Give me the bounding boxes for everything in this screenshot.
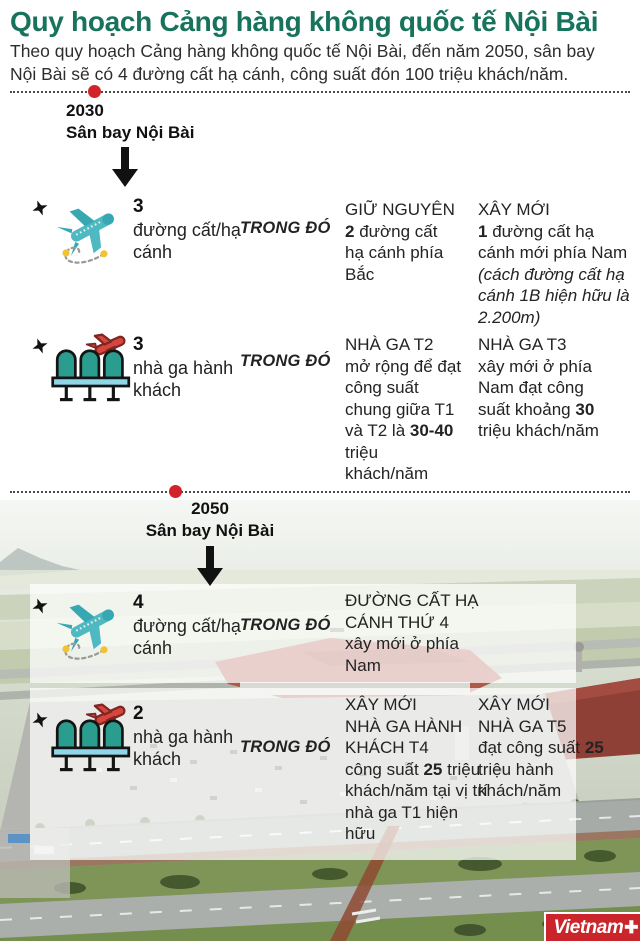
detail-body: xây mới ở phía Nam đạt công suất khoảng … xyxy=(478,356,599,441)
runway-unit-2030: đường cất/hạ cánh xyxy=(133,220,241,262)
terminal-count-2050: 2 xyxy=(133,703,144,724)
departing-plane-icon xyxy=(56,604,114,660)
place-2030: Sân bay Nội Bài xyxy=(66,123,195,142)
place-2050: Sân bay Nội Bài xyxy=(145,521,275,540)
logo-text: Vietnam xyxy=(553,916,624,938)
detail-heading: ĐƯỜNG CẤT HẠ CÁNH THỨ 4 xyxy=(345,591,479,632)
overlay-band-terminals-2050 xyxy=(30,688,576,860)
arrow-down-icon xyxy=(112,147,138,187)
year-label-2050: 2050 Sân bay Nội Bài xyxy=(130,498,290,542)
year-2030: 2030 xyxy=(66,101,104,120)
page-title: Quy hoạch Cảng hàng không quốc tế Nội Bà… xyxy=(10,6,599,37)
detail-keep-runways: GIỮ NGUYÊN 2 đường cất hạ cánh phía Bắc xyxy=(345,199,457,285)
sparkle-icon xyxy=(32,712,48,728)
detail-heading: XÂY MỚI xyxy=(478,200,550,219)
detail-terminal-t3: NHÀ GA T3 xây mới ở phía Nam đạt công su… xyxy=(478,334,620,442)
vietnamplus-logo: Vietnam✚ xyxy=(544,912,640,941)
arrow-down-icon xyxy=(197,546,223,586)
detail-heading: XÂY MỚI NHÀ GA HÀNH KHÁCH T4 xyxy=(345,695,463,757)
timeline-dotted-line xyxy=(10,491,630,493)
connector-label: TRONG ĐÓ xyxy=(240,616,331,634)
connector-label: TRONG ĐÓ xyxy=(240,738,331,756)
page-subtitle: Theo quy hoạch Cảng hàng không quốc tế N… xyxy=(10,41,595,84)
detail-terminal-t4: XÂY MỚI NHÀ GA HÀNH KHÁCH T4 công suất 2… xyxy=(345,694,490,845)
terminal-seats-icon xyxy=(51,333,131,402)
departing-plane-icon xyxy=(56,208,114,264)
detail-heading: XÂY MỚI NHÀ GA T5 xyxy=(478,695,567,736)
plus-icon: ✚ xyxy=(624,917,639,937)
detail-heading: NHÀ GA T3 xyxy=(478,335,567,354)
detail-terminal-t5: XÂY MỚI NHÀ GA T5 đạt công suất 25 triệu… xyxy=(478,694,628,802)
sparkle-icon xyxy=(32,598,48,614)
overlay-band-runways-2050 xyxy=(30,584,576,683)
year-2050: 2050 xyxy=(191,499,229,518)
detail-runway-4: ĐƯỜNG CẤT HẠ CÁNH THỨ 4 xây mới ở phía N… xyxy=(345,590,485,676)
detail-heading: NHÀ GA T2 xyxy=(345,335,434,354)
timeline-dot-2030 xyxy=(88,85,101,98)
detail-body: 2 đường cất hạ cánh phía Bắc xyxy=(345,221,444,284)
detail-new-runway: XÂY MỚI 1 đường cất hạ cánh mới phía Nam… xyxy=(478,199,630,328)
detail-note: (cách đường cất hạ cánh 1B hiện hữu là 2… xyxy=(478,264,630,327)
runway-count-2050: 4 xyxy=(133,592,144,613)
connector-label: TRONG ĐÓ xyxy=(240,219,331,237)
sparkle-icon xyxy=(32,338,48,354)
terminal-seats-icon xyxy=(51,703,131,772)
terminal-count-2030: 3 xyxy=(133,334,144,355)
detail-terminal-t2: NHÀ GA T2 mở rộng để đạt công suất chung… xyxy=(345,334,463,485)
detail-body: mở rộng để đạt công suất chung giữa T1 v… xyxy=(345,356,462,484)
detail-heading: GIỮ NGUYÊN xyxy=(345,200,455,219)
timeline-dot-2050 xyxy=(169,485,182,498)
detail-body: công suất 25 triệu khách/năm tại vị trí … xyxy=(345,759,488,844)
year-label-2030: 2030 Sân bay Nội Bài xyxy=(66,100,194,144)
detail-body: 1 đường cất hạ cánh mới phía Nam xyxy=(478,221,628,263)
runway-count-2030: 3 xyxy=(133,196,144,217)
detail-body: đạt công suất 25 triệu hành khách/năm xyxy=(478,738,604,800)
detail-body: xây mới ở phía Nam xyxy=(345,634,459,675)
runway-unit-2050: đường cất/hạ cánh xyxy=(133,616,241,658)
terminal-unit-2050: nhà ga hành khách xyxy=(133,727,234,769)
terminal-unit-2030: nhà ga hành khách xyxy=(133,358,234,400)
sparkle-icon xyxy=(32,200,48,216)
timeline-dotted-line xyxy=(10,91,630,93)
connector-label: TRONG ĐÓ xyxy=(240,352,331,370)
